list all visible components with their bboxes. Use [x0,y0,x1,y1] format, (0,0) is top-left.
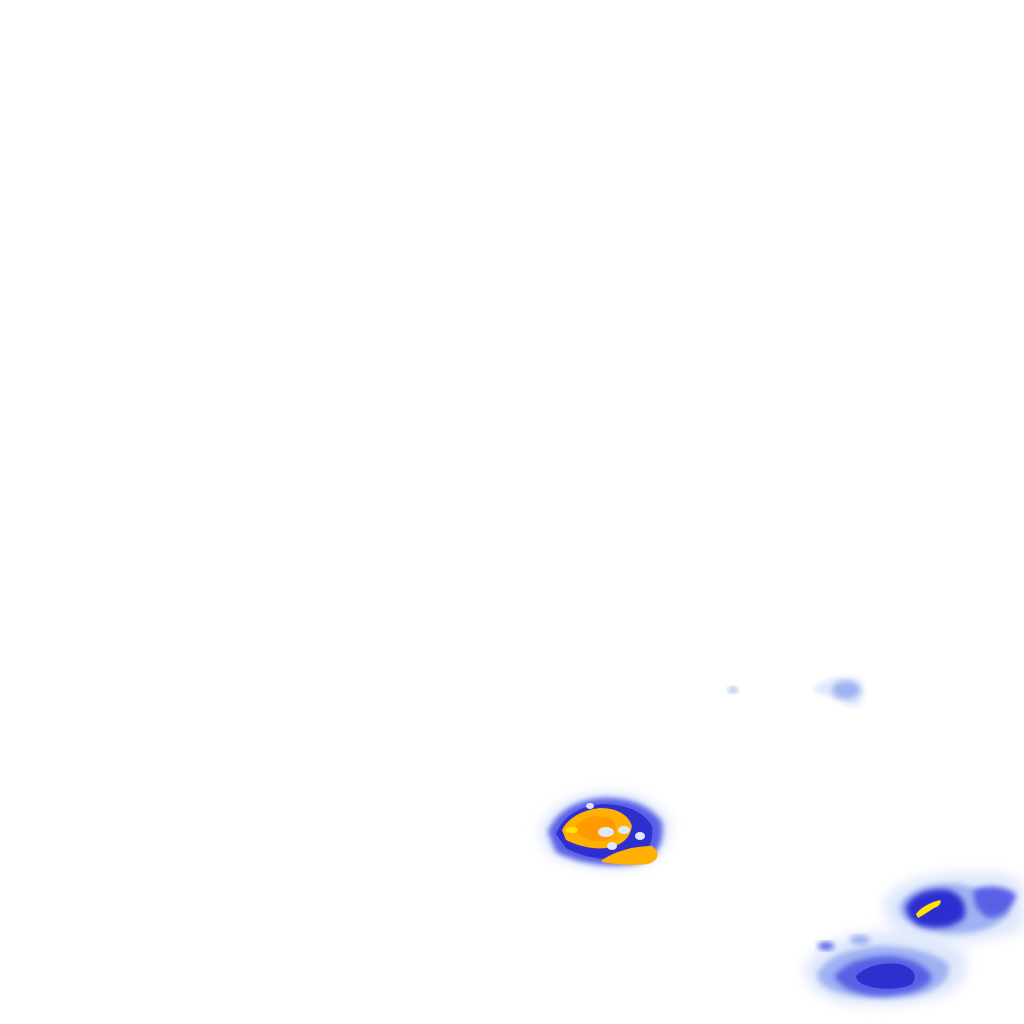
radar-echo-trace [607,842,617,850]
radar-echo-light [728,687,738,693]
radar-echo-light [850,935,870,945]
echo-northeast [813,676,864,707]
echo-small-northwest [728,687,738,693]
radar-echo-trace [618,826,630,834]
radar-echo-moderate [973,886,1016,918]
rain-band-southeast-lower [804,930,968,1006]
radar-echo-very-intense [602,846,658,865]
radar-echo-intense [566,827,578,833]
radar-echo-intense [916,900,941,918]
radar-echo-heavy [906,889,966,928]
storm-cell-central [540,791,672,869]
radar-echo-heavy [856,963,915,989]
radar-echo-trace [635,832,645,840]
radar-echo-trace [598,827,614,837]
storm-cell-southeast-upper [884,871,1024,944]
radar-echo-trace [586,803,594,809]
radar-echo-moderate [818,942,834,950]
radar-echo-light [832,681,860,699]
